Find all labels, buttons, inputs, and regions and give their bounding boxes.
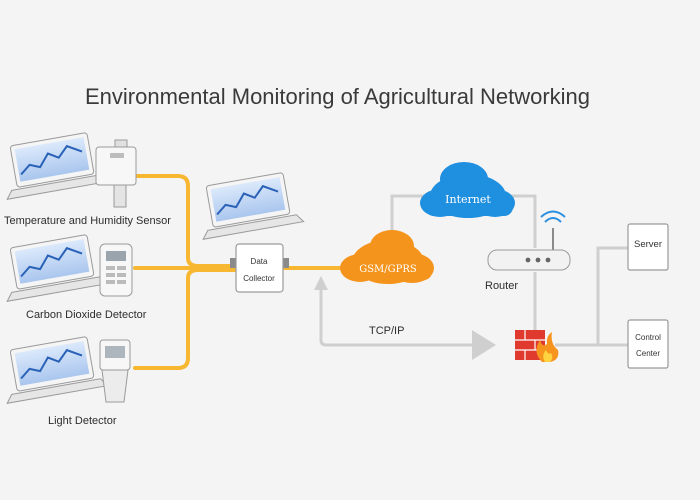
gray-links: [319, 194, 628, 360]
gsm-gprs-label: GSM/GPRS: [359, 264, 417, 275]
control-center-box: Control Center: [627, 319, 669, 369]
router-label: Router: [485, 280, 518, 292]
light-detector-label: Light Detector: [48, 415, 117, 427]
tcp-ip-label: TCP/IP: [369, 325, 404, 337]
diagram-title: Environmental Monitoring of Agricultural…: [85, 84, 590, 109]
server-label: Server: [634, 239, 662, 250]
laptop-icon-1: [6, 132, 109, 200]
co2-detector-label: Carbon Dioxide Detector: [26, 309, 147, 321]
control-center-label-line2: Center: [636, 349, 660, 358]
gsm-gprs-cloud-icon: GSM/GPRS: [340, 230, 434, 284]
data-collector-box: Data Collector: [230, 243, 289, 293]
router-icon: [487, 210, 571, 271]
temperature-humidity-sensor-label: Temperature and Humidity Sensor: [4, 215, 171, 227]
firewall-icon: [515, 330, 559, 362]
server-box: Server: [627, 223, 669, 271]
data-collector-label-line2: Collector: [243, 274, 275, 283]
internet-cloud-icon: Internet: [420, 162, 515, 218]
internet-label: Internet: [445, 193, 491, 206]
data-collector-label-line1: Data: [251, 257, 268, 266]
laptop-icon-3: [6, 336, 109, 404]
laptop-icon-collector: [202, 172, 305, 240]
co2-detector-icon: [99, 243, 133, 297]
temperature-humidity-sensor-icon: [95, 139, 137, 208]
light-detector-icon: [99, 339, 131, 403]
control-center-label-line1: Control: [635, 333, 661, 342]
upward-arrow-head: [314, 276, 328, 290]
laptop-icon-2: [6, 234, 109, 302]
